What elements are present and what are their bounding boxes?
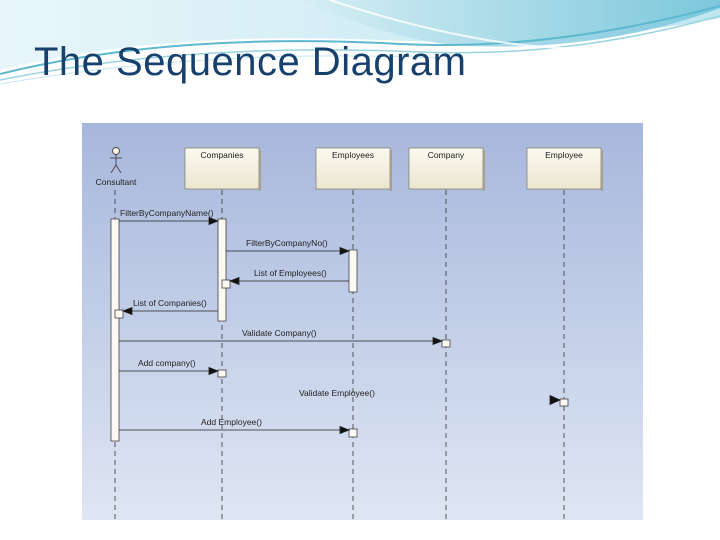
- page-title: The Sequence Diagram: [34, 40, 467, 84]
- message-label: FilterByCompanyNo(): [246, 238, 328, 248]
- header-swoosh-decoration: [0, 0, 720, 85]
- message-label: Validate Company(): [242, 328, 317, 338]
- activation-bars: [110, 218, 569, 442]
- arrowhead-icon: [121, 306, 133, 316]
- message-label: Add Employee(): [201, 417, 262, 427]
- company-activation: [441, 339, 451, 348]
- lifeline-company: Company: [408, 147, 485, 191]
- sequence-diagram: Consultant Companies Employees Company E…: [82, 123, 643, 520]
- message-label: Validate Employee(): [299, 388, 375, 398]
- arrowhead-icon: [549, 394, 561, 406]
- companies-return-activation: [221, 279, 231, 289]
- arrowhead-icon: [339, 425, 351, 435]
- message-label: List of Companies(): [133, 298, 207, 308]
- lifeline-employee: Employee: [526, 147, 603, 191]
- message-label: FilterByCompanyName(): [120, 208, 214, 218]
- consultant-activation: [110, 218, 120, 442]
- actor-consultant: Consultant: [96, 147, 137, 187]
- companies-add-activation: [217, 369, 227, 378]
- arrowhead-icon: [339, 246, 351, 256]
- actor-label: Consultant: [96, 177, 137, 187]
- message-arrows: [119, 216, 561, 435]
- consultant-return-activation: [114, 309, 124, 319]
- lifeline-employees: Employees: [315, 147, 392, 191]
- message-label: List of Employees(): [254, 268, 327, 278]
- employees-activation: [348, 249, 358, 293]
- stick-figure-icon: [110, 147, 122, 174]
- companies-activation: [217, 218, 227, 322]
- lifeline-label: Employee: [545, 150, 583, 160]
- message-label: Add company(): [138, 358, 196, 368]
- employee-activation: [559, 398, 569, 407]
- employees-add-activation: [348, 428, 358, 438]
- sequence-diagram-canvas: Consultant Companies Employees Company E…: [82, 123, 643, 520]
- lifeline-label: Company: [428, 150, 465, 160]
- arrowhead-icon: [228, 276, 240, 286]
- arrowhead-icon: [208, 216, 220, 226]
- arrowhead-icon: [208, 366, 220, 376]
- lifeline-label: Employees: [332, 150, 374, 160]
- lifeline-label: Companies: [201, 150, 244, 160]
- arrowhead-icon: [432, 336, 444, 346]
- lifeline-companies: Companies: [184, 147, 261, 191]
